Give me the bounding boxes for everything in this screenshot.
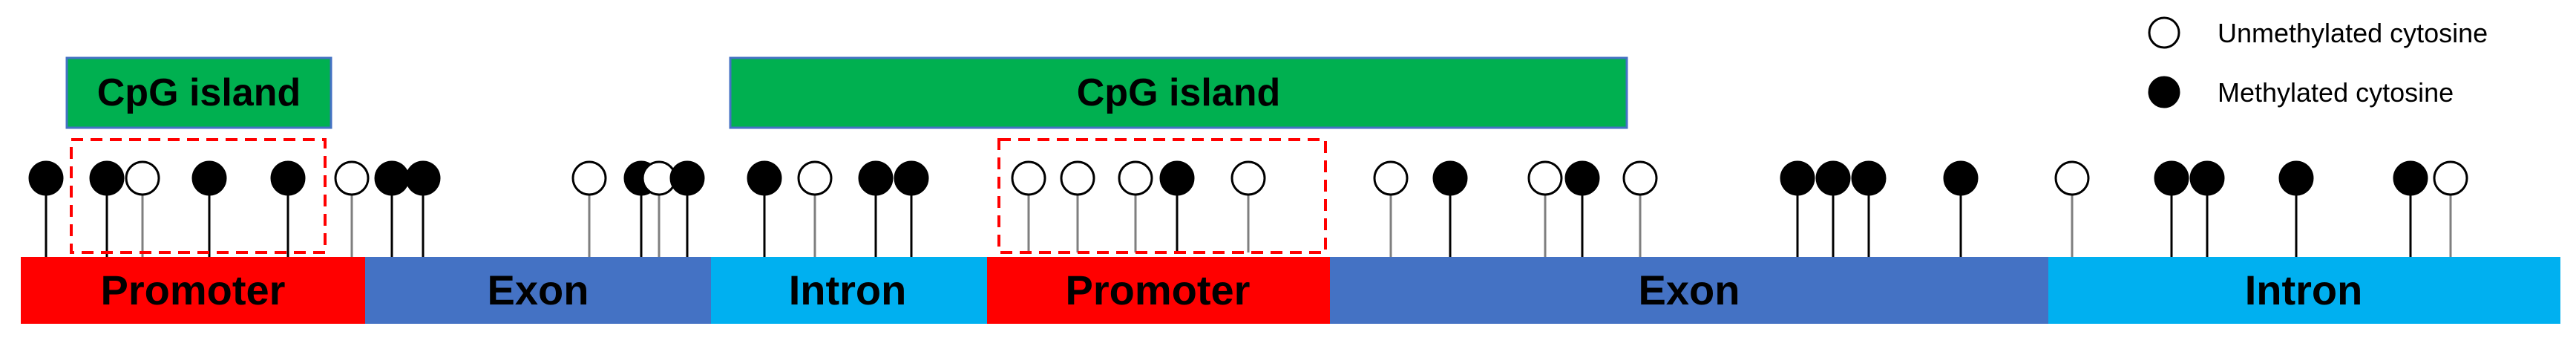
methylated-cytosine-site [405,160,441,196]
methylated-cytosine-site [2393,160,2428,196]
cpg-island-1: CpG island [65,56,332,129]
segment-intron-1-label: Intron [789,267,907,313]
highlight-box-2 [997,138,1327,254]
unmethylated-cytosine-site [1060,160,1095,196]
methylated-cytosine-site [89,160,125,196]
methylated-cytosine-site [1943,160,1979,196]
methylated-cytosine-site [2278,160,2314,196]
methylated-cytosine-site [1432,160,1468,196]
segment-exon-1 [365,257,711,324]
methylated-cytosine-site [1564,160,1600,196]
methylated-cytosine-site [2154,160,2189,196]
legend-unmethylated-label: Unmethylated cytosine [2218,18,2488,48]
cpg-island-2-box [729,56,1628,129]
unmethylated-cytosine-site [334,160,370,196]
cpg-island-1-label: CpG island [97,71,301,114]
segment-promoter-1 [21,257,365,324]
segment-promoter-2 [987,257,1330,324]
methylated-cytosine-site [1780,160,1815,196]
methylated-cytosine-site [191,160,227,196]
legend: Unmethylated cytosine Methylated cytosin… [2148,16,2488,108]
segment-promoter-1-label: Promoter [101,267,286,313]
unmethylated-cytosine-site [571,160,607,196]
segment-intron-2 [2048,257,2560,324]
methylated-cytosine-site [1159,160,1195,196]
segment-exon-2 [1330,257,2048,324]
methylated-cytosine-site [669,160,705,196]
legend-unmethylated-icon [2148,16,2180,49]
methylated-cytosine-site [1815,160,1851,196]
methylated-cytosine-site [2189,160,2225,196]
methylated-cytosine-site [374,160,410,196]
highlight-box-1 [70,138,327,254]
segment-promoter-2-label: Promoter [1066,267,1251,313]
cytosine-sites [28,160,2468,257]
methylated-cytosine-site [28,160,64,196]
unmethylated-cytosine-site [1011,160,1046,196]
unmethylated-cytosine-site [2433,160,2468,196]
segment-exon-2-label: Exon [1639,267,1740,313]
legend-methylated-label: Methylated cytosine [2218,77,2454,108]
methylated-cytosine-site [270,160,306,196]
segment-intron-2-label: Intron [2245,267,2363,313]
unmethylated-cytosine-site [1230,160,1266,196]
unmethylated-cytosine-site [125,160,160,196]
unmethylated-cytosine-site [1527,160,1563,196]
cpg-island-1-box [65,56,332,129]
unmethylated-cytosine-site [2054,160,2090,196]
gene-region-bar: Promoter Exon Intron Promoter Exon Intro… [21,257,2560,324]
segment-intron-1 [711,257,987,324]
cpg-island-2: CpG island [729,56,1628,129]
methylated-cytosine-site [1851,160,1887,196]
unmethylated-cytosine-site [797,160,833,196]
methylated-cytosine-site [858,160,894,196]
methylated-cytosine-site [747,160,782,196]
unmethylated-cytosine-site [1622,160,1658,196]
unmethylated-cytosine-site [1373,160,1409,196]
cpg-island-2-label: CpG island [1077,71,1280,114]
segment-exon-1-label: Exon [488,267,589,313]
methylated-cytosine-site [894,160,929,196]
legend-methylated-icon [2148,76,2180,108]
unmethylated-cytosine-site [1118,160,1153,196]
